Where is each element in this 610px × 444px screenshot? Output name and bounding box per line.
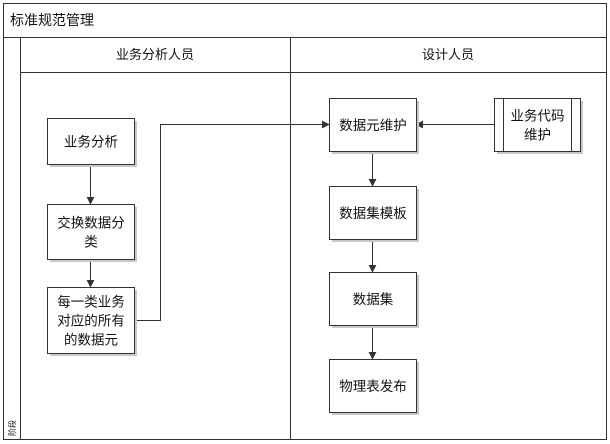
node-box — [329, 359, 417, 413]
node-label: 的数据元 — [64, 332, 118, 348]
node-dataset[interactable]: 数据集 — [329, 272, 420, 329]
node-label: 交换数据分 — [57, 214, 125, 231]
node-dataset-template[interactable]: 数据集模板 — [329, 186, 420, 243]
node-label: 业务分析 — [64, 134, 118, 150]
lane-header-designer: 设计人员 — [422, 48, 474, 63]
edge-element-list-to-element-maintain — [134, 120, 330, 321]
node-box — [329, 272, 417, 326]
node-label: 物理表发布 — [339, 379, 407, 395]
node-label: 数据集模板 — [339, 206, 407, 222]
node-box — [329, 186, 417, 240]
lane-header-analyst: 业务分析人员 — [116, 47, 194, 63]
pool-title: 标准规范管理 — [10, 12, 94, 29]
node-label: 数据元维护 — [339, 118, 407, 134]
node-box — [47, 287, 135, 354]
node-label: 对应的所有 — [57, 312, 125, 329]
phase-label: 阶段 — [7, 420, 17, 436]
node-label: 每一类业务 — [57, 294, 125, 310]
node-label: 业务代码 — [511, 108, 565, 124]
edges-layer — [86, 120, 494, 360]
pool-frame — [3, 3, 607, 440]
node-biz-analysis[interactable]: 业务分析 — [47, 118, 138, 168]
node-table-publish[interactable]: 物理表发布 — [329, 359, 420, 416]
node-box — [47, 204, 135, 260]
node-box — [494, 98, 581, 152]
node-box — [329, 98, 417, 152]
node-element-maintain[interactable]: 数据元维护 — [329, 98, 420, 155]
node-label: 维护 — [524, 127, 551, 143]
node-label: 数据集 — [353, 292, 394, 308]
node-box — [47, 118, 135, 165]
node-label: 类 — [84, 234, 98, 250]
